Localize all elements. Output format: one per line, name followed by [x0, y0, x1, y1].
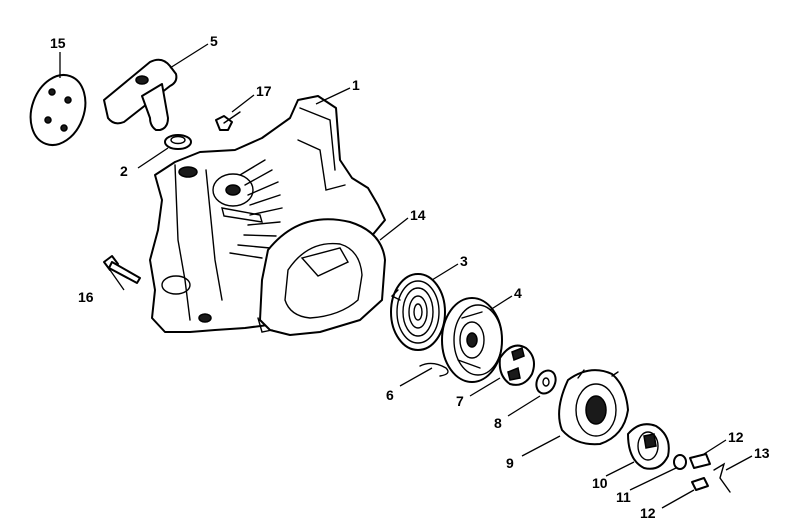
callout-6: 6 [386, 387, 394, 403]
part-3-rewind-spring [390, 273, 446, 351]
callout-15: 15 [50, 35, 66, 51]
callout-14: 14 [410, 207, 426, 223]
callout-1: 1 [352, 77, 360, 93]
callout-2: 2 [120, 163, 128, 179]
leader-7 [469, 377, 501, 397]
part-2-bushing [164, 134, 192, 150]
leader-6 [399, 367, 433, 387]
part-17-screw [215, 111, 241, 131]
part-13-spring-clip [713, 462, 731, 493]
callout-9: 9 [506, 455, 514, 471]
callout-8: 8 [494, 415, 502, 431]
leader-13 [725, 455, 753, 471]
part-7-pawl-carrier [498, 344, 535, 386]
part-8-washer [535, 369, 557, 395]
leader-11 [629, 467, 677, 491]
callout-10: 10 [592, 475, 608, 491]
part-5-starter-grip [103, 58, 178, 131]
callout-12-lower: 12 [640, 505, 656, 521]
leader-12a [703, 439, 727, 455]
part-11-washer [673, 454, 687, 470]
leader-8 [507, 395, 541, 417]
leader-9 [521, 435, 561, 457]
part-6-starter-rope [419, 362, 449, 377]
part-12-pin-upper [689, 453, 711, 469]
leader-10 [605, 461, 635, 477]
callout-17: 17 [256, 83, 272, 99]
part-16-screw [103, 255, 141, 284]
callout-12-upper: 12 [728, 429, 744, 445]
leader-4 [489, 295, 513, 311]
callout-labels: 15 5 2 17 1 14 3 4 6 7 8 9 10 11 12 12 1… [50, 33, 770, 521]
part-15-cover-disc [29, 74, 87, 146]
leader-1 [315, 87, 351, 105]
part-9-fan-wheel [558, 369, 629, 446]
leader-lines [59, 43, 753, 509]
part-4-rope-rotor [441, 297, 503, 383]
part-14-shroud [257, 218, 386, 336]
leader-17 [231, 94, 255, 113]
leader-5 [169, 43, 209, 69]
part-12-pin-lower [691, 477, 709, 491]
leader-12b [661, 489, 695, 509]
leader-3 [431, 263, 459, 281]
callout-3: 3 [460, 253, 468, 269]
callout-7: 7 [456, 393, 464, 409]
callout-16: 16 [78, 289, 94, 305]
leader-16 [109, 269, 125, 291]
part-10-hub [627, 423, 670, 470]
callout-5: 5 [210, 33, 218, 49]
callout-13: 13 [754, 445, 770, 461]
callout-11: 11 [616, 489, 631, 505]
leader-14 [379, 217, 409, 241]
leader-2 [137, 147, 169, 169]
callout-4: 4 [514, 285, 522, 301]
